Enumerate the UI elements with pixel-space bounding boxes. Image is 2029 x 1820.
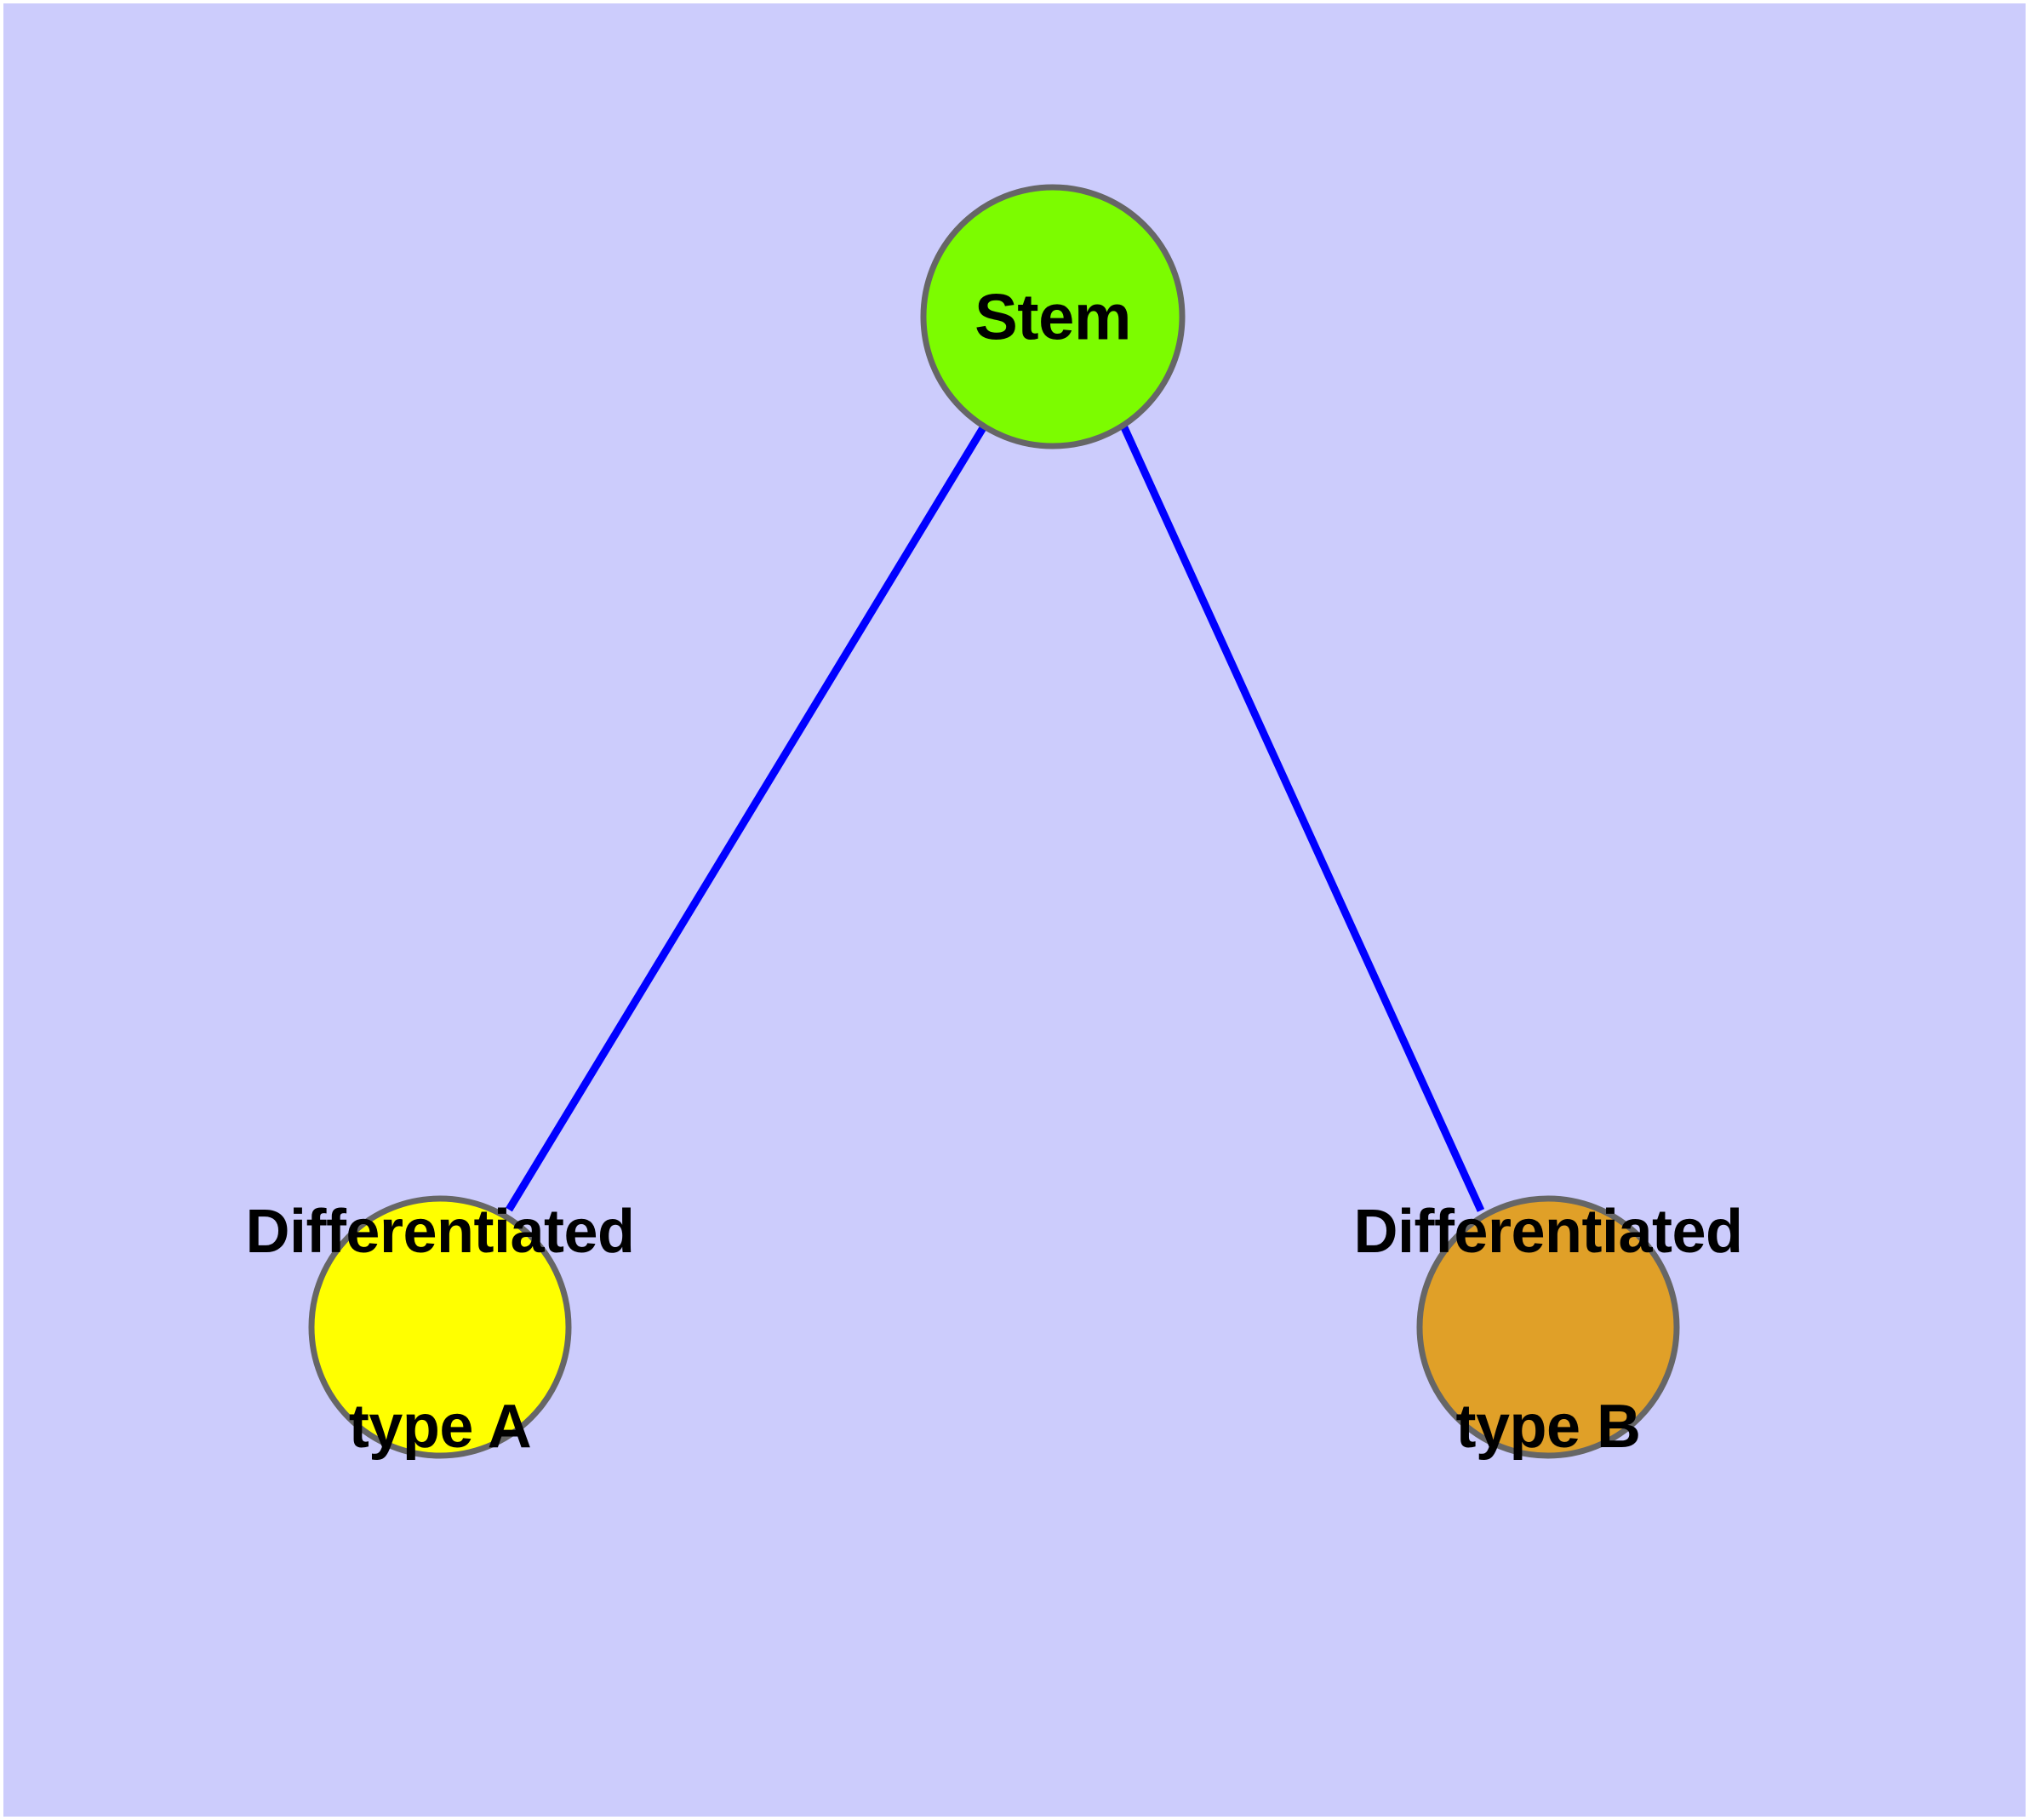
node-diff-a-circle[interactable] — [308, 1195, 572, 1459]
edge-layer — [506, 424, 1485, 1212]
node-stem-circle[interactable] — [920, 184, 1186, 449]
edge-stem-to-diff-a — [506, 424, 987, 1212]
node-diff-b-circle[interactable] — [1416, 1195, 1680, 1459]
node-layer — [308, 184, 1680, 1459]
edge-stem-to-diff-b — [1119, 424, 1485, 1212]
